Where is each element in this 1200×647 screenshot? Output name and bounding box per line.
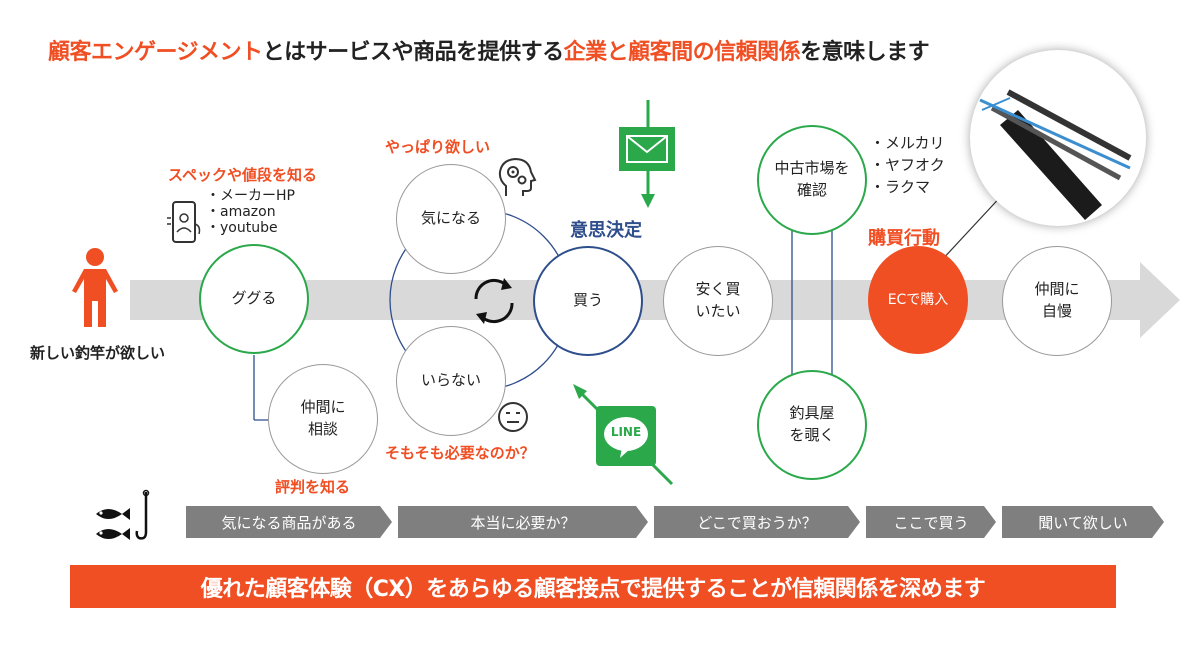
node-guguru: ググる	[199, 244, 309, 354]
marketplaces-list: ・メルカリ ・ヤフオク ・ラクマ	[870, 132, 945, 198]
title-text-1: とはサービスや商品を提供する	[262, 40, 565, 65]
page-title: 顧客エンゲージメントとはサービスや商品を提供する企業と顧客間の信頼関係を意味しま…	[48, 34, 930, 66]
node-yasuku: 安く買 いたい	[663, 246, 773, 356]
cycle-arrows-icon	[474, 278, 514, 324]
node-iranai: いらない	[396, 326, 506, 436]
source-item: ・youtube	[206, 220, 278, 236]
node-nakama-sodan: 仲間に 相談	[268, 364, 378, 474]
title-accent-2: 企業と顧客間の信頼関係	[563, 40, 801, 65]
label-kobai: 購買行動	[868, 228, 940, 249]
marketplace-item: ・ヤフオク	[870, 156, 945, 174]
marketplace-item: ・ラクマ	[870, 178, 931, 196]
person-caption: 新しい釣竿が欲しい	[30, 344, 166, 362]
node-kininaru: 気になる	[396, 164, 506, 274]
label-spec: スペックや値段を知る	[168, 166, 317, 184]
photo-pointer-line	[939, 191, 1006, 263]
line-icon: LINE	[596, 406, 656, 466]
stage-step: 聞いて欲しい	[1002, 506, 1164, 538]
neutral-face-icon	[498, 402, 528, 432]
head-gears-icon	[498, 157, 537, 196]
stage-step: ここで買う	[866, 506, 996, 538]
node-jiman: 仲間に 自慢	[1002, 246, 1112, 356]
label-hyoban: 評判を知る	[275, 478, 351, 496]
label-yappari: やっぱり欲しい	[385, 138, 491, 156]
source-item: ・メーカーHP	[206, 188, 295, 204]
label-ishikettei: 意思決定	[570, 220, 642, 241]
smartphone-icon	[167, 201, 201, 243]
sources-list: ・メーカーHP ・amazon ・youtube	[206, 188, 295, 236]
fishing-rod-photo	[970, 50, 1146, 226]
stage-step: 本当に必要か？	[398, 506, 648, 538]
stage-step: 気になる商品がある	[186, 506, 392, 538]
source-item: ・amazon	[206, 204, 276, 220]
marketplace-item: ・メルカリ	[870, 134, 945, 152]
bottom-banner: 優れた顧客体験（CX）をあらゆる顧客接点で提供することが信頼関係を深めます	[70, 565, 1116, 608]
node-kau: 買う	[533, 246, 643, 356]
node-ec: ECで購入	[868, 246, 968, 354]
title-accent-1: 顧客エンゲージメント	[48, 40, 263, 65]
stage-step: どこで買おうか？	[654, 506, 860, 538]
line-label: LINE	[610, 425, 642, 439]
title-text-2: を意味します	[800, 40, 930, 65]
label-sosomo: そもそも必要なのか？	[385, 444, 535, 462]
fish-hook-icon	[96, 489, 150, 540]
node-chuko: 中古市場を 確認	[757, 125, 867, 235]
mail-icon	[619, 127, 675, 171]
node-tsurigu: 釣具屋 を覗く	[757, 370, 867, 480]
person-icon	[72, 248, 118, 327]
